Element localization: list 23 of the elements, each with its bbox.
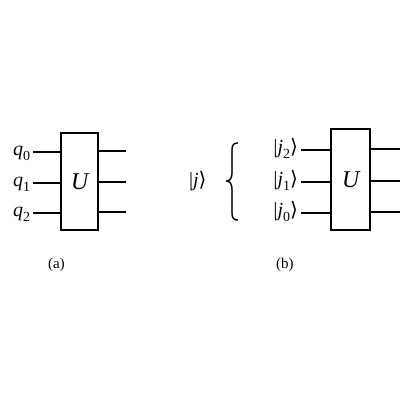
wire bbox=[301, 149, 330, 151]
wire bbox=[99, 181, 126, 183]
gate-box: U bbox=[60, 132, 99, 231]
wire bbox=[371, 180, 400, 182]
wire bbox=[33, 212, 60, 214]
qubit-label: |j$_{2}$⟩ bbox=[246, 137, 298, 161]
wire bbox=[301, 212, 330, 214]
gate-box: U bbox=[330, 128, 371, 231]
qubit-label: q$_{1}$ bbox=[0, 170, 30, 194]
subfigure-caption: (b) bbox=[276, 257, 294, 272]
wire bbox=[371, 148, 400, 150]
subfigure-caption: (a) bbox=[48, 257, 65, 272]
wire bbox=[33, 151, 60, 153]
state-label: |j⟩ bbox=[189, 170, 207, 190]
wire bbox=[99, 150, 126, 152]
wire bbox=[33, 182, 60, 184]
wire bbox=[371, 211, 400, 213]
qubit-label: q$_{2}$ bbox=[0, 200, 30, 224]
qubit-label: q$_{0}$ bbox=[0, 139, 30, 163]
qubit-label: |j$_{1}$⟩ bbox=[246, 169, 298, 193]
wire bbox=[301, 181, 330, 183]
qubit-label: |j$_{0}$⟩ bbox=[246, 200, 298, 224]
wire bbox=[99, 211, 126, 213]
